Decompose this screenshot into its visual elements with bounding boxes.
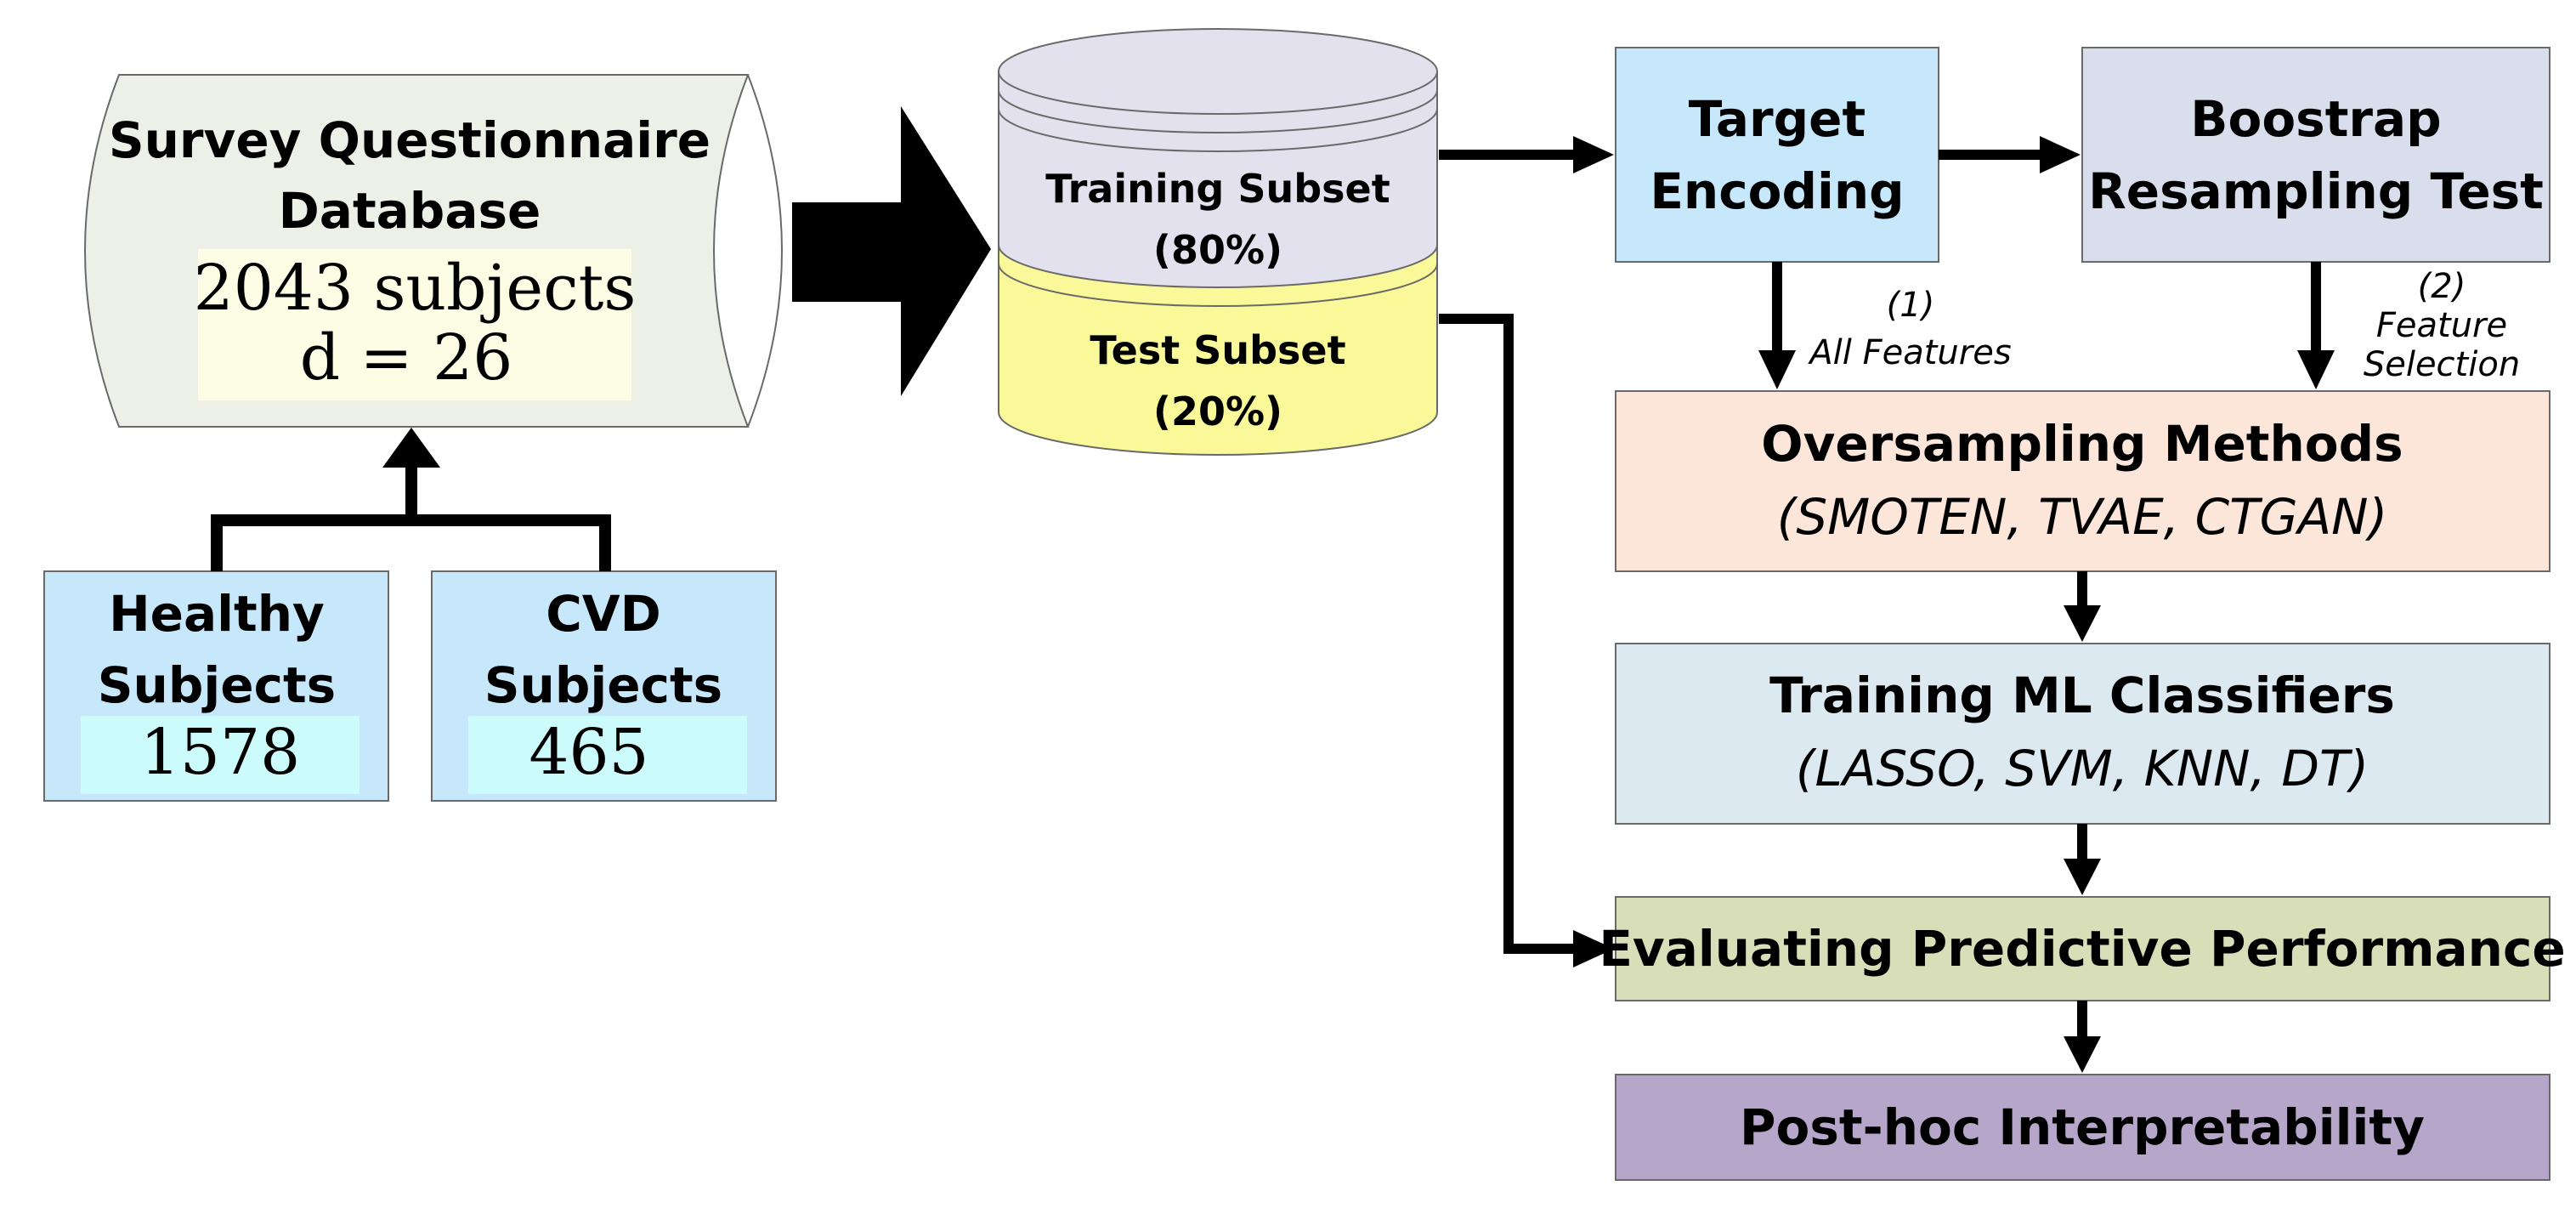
cvd-count: 465	[529, 716, 648, 789]
oversampling-methods: (SMOTEN, TVAE, CTGAN)	[1777, 488, 2387, 546]
path-1-label: All Features	[1807, 333, 2011, 372]
oversampling-box	[1615, 390, 2551, 572]
path-annotation-feature-selection: (2) Feature Selection	[2364, 267, 2520, 384]
database-title-line1: Survey Questionnaire	[109, 111, 711, 169]
arrow-test-to-evaluating-head	[1573, 930, 1614, 967]
merge-arrowhead	[382, 428, 440, 468]
bootstrap-box	[2081, 47, 2551, 263]
database-title-line2: Database	[279, 182, 541, 240]
path-1-number: (1)	[1887, 286, 1935, 325]
arrow-test-to-evaluating	[1439, 314, 1577, 954]
training-subset-body	[998, 71, 1438, 288]
evaluating-node: Evaluating Predictive Performance	[1599, 896, 2566, 1001]
database-subject-count: 2043 subjects	[194, 252, 637, 325]
path-2-number: (2)	[2418, 267, 2466, 306]
target-encoding-node: Target Encoding	[1615, 47, 1939, 263]
dataset-split-cylinder: Training Subset (80%) Test Subset (20%)	[998, 28, 1438, 456]
target-encoding-box	[1615, 47, 1939, 263]
path-2-label-line1: Feature	[2376, 306, 2507, 345]
target-encoding-line1: Target	[1689, 90, 1865, 148]
healthy-count: 1578	[140, 716, 300, 789]
training-ml-box	[1615, 643, 2551, 825]
arrow-shafts	[1439, 150, 2321, 1040]
subjects-merge-connector	[211, 428, 611, 571]
oversampling-title: Oversampling Methods	[1761, 415, 2403, 473]
training-subset-label: Training Subset	[1045, 166, 1390, 212]
arrow-bootstrap-to-oversampling-head	[2297, 350, 2335, 389]
database-dimension: d = 26	[300, 321, 513, 394]
arrow-oversampling-to-training-head	[2064, 605, 2101, 642]
training-ml-methods: (LASSO, SVM, KNN, DT)	[1796, 740, 2369, 797]
bootstrap-line2: Resampling Test	[2088, 162, 2544, 220]
training-ml-node: Training ML Classifiers (LASSO, SVM, KNN…	[1615, 643, 2551, 825]
cvd-count-panel	[468, 716, 747, 794]
evaluating-box	[1615, 896, 2551, 1001]
arrowheads	[1573, 136, 2335, 1073]
arrow-encoding-to-oversampling-head	[1758, 350, 1796, 389]
healthy-label-line2: Subjects	[98, 656, 336, 714]
database-cylinder-end	[747, 74, 783, 428]
posthoc-title: Post-hoc Interpretability	[1740, 1098, 2425, 1156]
database-node: Survey Questionnaire Database 2043 subje…	[84, 74, 783, 428]
oversampling-node: Oversampling Methods (SMOTEN, TVAE, CTGA…	[1615, 390, 2551, 572]
arrow-training-to-encoding-head	[1573, 136, 1614, 173]
path-annotation-all-features: (1) All Features	[1807, 286, 2011, 372]
cvd-label-line2: Subjects	[484, 656, 722, 714]
posthoc-node: Post-hoc Interpretability	[1615, 1074, 2551, 1181]
cvd-subjects-node: CVD Subjects 465	[431, 570, 777, 802]
evaluating-title: Evaluating Predictive Performance	[1599, 920, 2565, 978]
test-subset-body	[998, 244, 1438, 456]
test-subset-label: Test Subset	[1090, 327, 1345, 373]
arrow-training-to-evaluating-head	[2064, 859, 2101, 895]
training-subset-pct: (80%)	[1153, 227, 1282, 273]
bootstrap-line1: Boostrap	[2190, 90, 2441, 148]
healthy-label-line1: Healthy	[109, 585, 325, 643]
cvd-label-line1: CVD	[546, 585, 661, 643]
test-subset-pct: (20%)	[1153, 389, 1282, 434]
cylinder-top-cap	[998, 28, 1438, 115]
bootstrap-node: Boostrap Resampling Test	[2081, 47, 2551, 263]
posthoc-box	[1615, 1074, 2551, 1181]
healthy-count-panel	[81, 716, 360, 794]
database-value-panel	[198, 249, 631, 400]
training-ml-title: Training ML Classifiers	[1769, 667, 2395, 724]
target-encoding-line2: Encoding	[1650, 162, 1904, 220]
healthy-subjects-node: Healthy Subjects 1578	[43, 570, 389, 802]
arrow-evaluating-to-posthoc-head	[2064, 1036, 2101, 1073]
path-2-label-line2: Selection	[2364, 345, 2520, 384]
arrow-encoding-to-bootstrap-head	[2040, 136, 2081, 173]
split-block-arrow	[792, 106, 991, 396]
